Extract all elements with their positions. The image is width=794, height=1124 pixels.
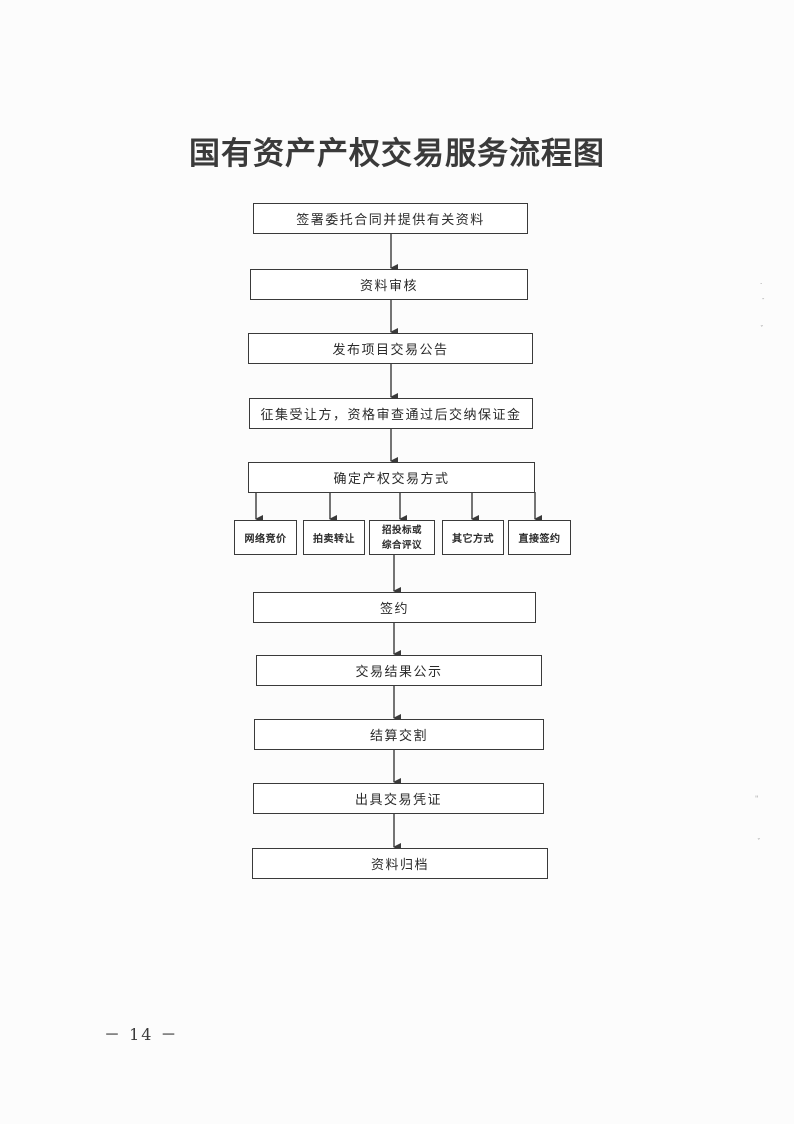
method-online-bidding: 网络竞价	[234, 520, 297, 555]
step-review-materials: 资料审核	[250, 269, 528, 300]
method-direct-signing-label: 直接签约	[518, 534, 561, 545]
method-online-bidding-label: 网络竞价	[244, 534, 287, 545]
step-publish-announcement: 发布项目交易公告	[248, 333, 533, 364]
step-settlement: 结算交割	[254, 719, 544, 750]
method-tender-evaluation-line1: 招投标或	[381, 524, 422, 536]
scan-speck: ˇ	[757, 838, 761, 846]
step-archive-label: 资料归档	[370, 858, 429, 873]
page-number: － 14 －	[104, 1025, 179, 1044]
step-archive: 资料归档	[252, 848, 548, 879]
scan-speck: -	[762, 295, 765, 303]
method-auction-label: 拍卖转让	[313, 534, 355, 545]
step-settlement-label: 结算交割	[369, 729, 428, 744]
step-solicit-transferee-label: 征集受让方，资格审查通过后交纳保证金	[260, 408, 522, 423]
step-publicize-result: 交易结果公示	[256, 655, 542, 686]
step-solicit-transferee: 征集受让方，资格审查通过后交纳保证金	[249, 398, 533, 429]
diagram-title: 国有资产产权交易服务流程图	[189, 136, 605, 172]
method-tender-evaluation-line2: 综合评议	[381, 539, 422, 551]
step-publicize-result-label: 交易结果公示	[355, 665, 443, 680]
step-review-materials-label: 资料审核	[359, 279, 418, 294]
scan-speck: ˇ	[760, 325, 764, 333]
method-auction: 拍卖转让	[303, 520, 365, 555]
step-publish-announcement-label: 发布项目交易公告	[332, 343, 449, 358]
step-determine-method-label: 确定产权交易方式	[333, 472, 450, 487]
scan-speck: ·	[760, 280, 763, 288]
scan-speck: "	[755, 795, 759, 803]
step-determine-method: 确定产权交易方式	[248, 462, 535, 493]
step-sign-contract: 签署委托合同并提供有关资料	[253, 203, 528, 234]
step-sign-label: 签约	[379, 602, 409, 617]
step-issue-certificate: 出具交易凭证	[253, 783, 544, 814]
step-sign: 签约	[253, 592, 536, 623]
step-issue-certificate-label: 出具交易凭证	[354, 793, 442, 808]
method-tender-evaluation: 招投标或 综合评议	[369, 520, 435, 555]
method-other: 其它方式	[442, 520, 504, 555]
method-other-label: 其它方式	[452, 534, 494, 545]
method-direct-signing: 直接签约	[508, 520, 571, 555]
step-sign-contract-label: 签署委托合同并提供有关资料	[296, 213, 485, 228]
